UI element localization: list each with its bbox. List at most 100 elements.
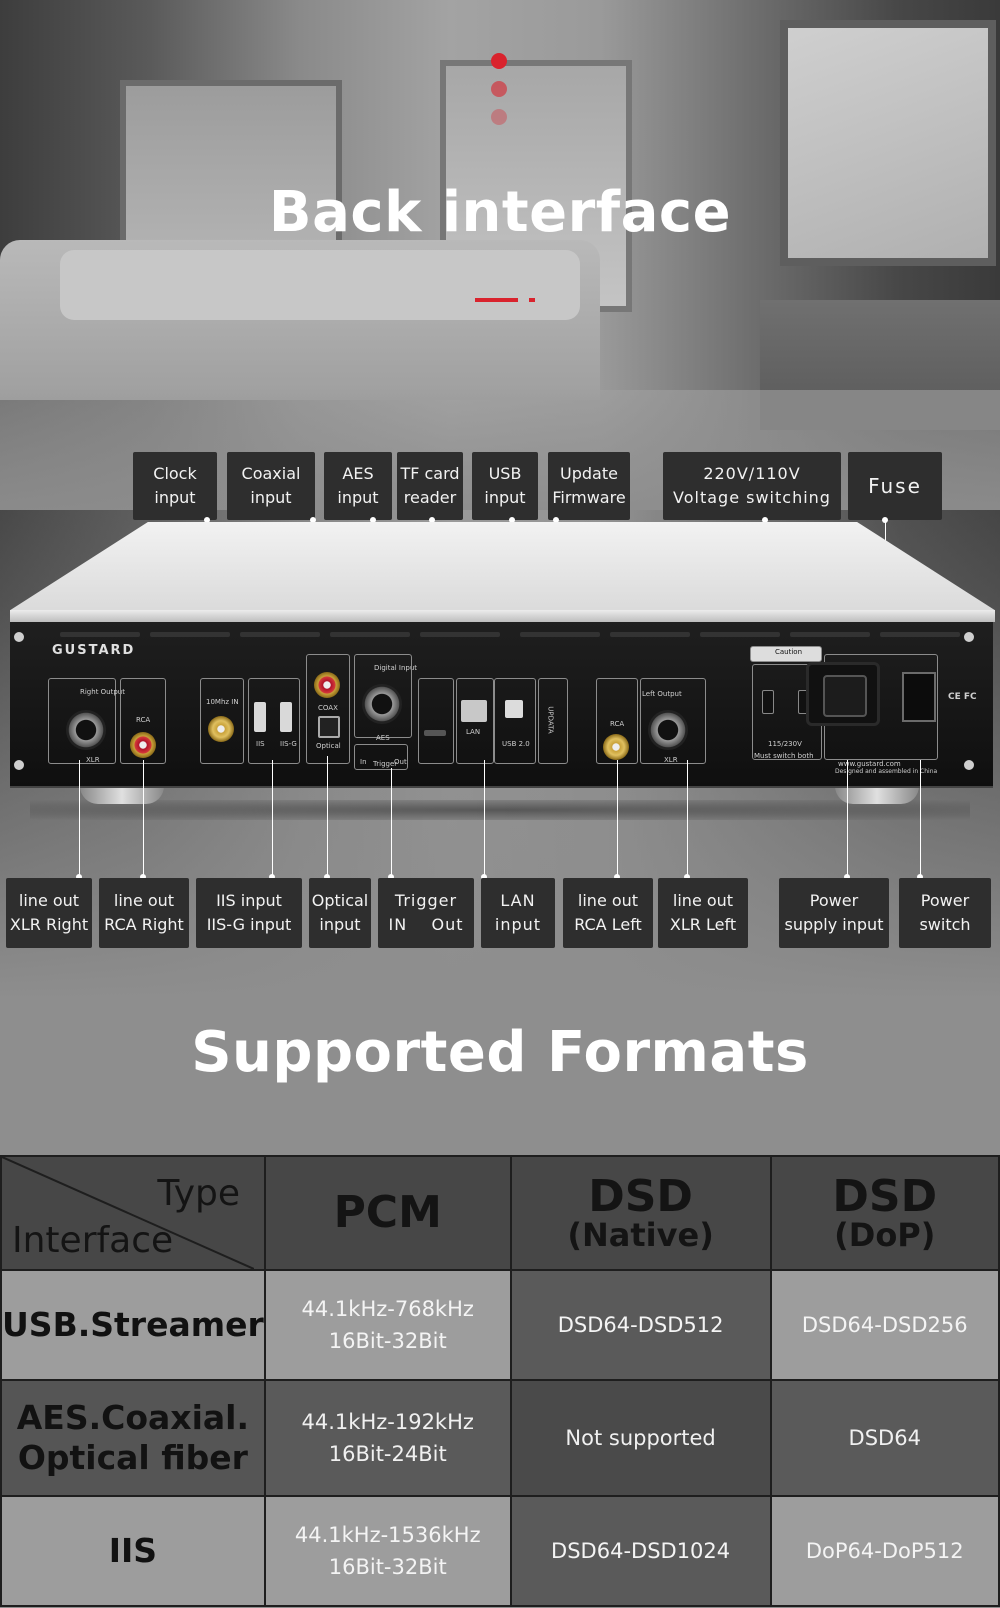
label-clock-input: Clock input xyxy=(133,452,217,520)
aes-panel xyxy=(354,654,412,738)
coax-optical-panel xyxy=(306,654,350,764)
column-header-main: DSD xyxy=(588,1171,693,1222)
xlr-right-connector xyxy=(66,710,106,750)
dot-icon xyxy=(491,81,507,97)
page-title: Back interface xyxy=(268,180,732,245)
power-switch xyxy=(902,672,936,722)
iis-panel xyxy=(248,678,300,764)
digital-input-caption: Digital Input xyxy=(374,664,418,672)
label-fuse: Fuse xyxy=(848,452,942,520)
lan-caption: LAN xyxy=(466,728,481,736)
table-row: AES.Coaxial.Optical fiber 44.1kHz-192kHz… xyxy=(0,1379,1000,1497)
background-sofa-back xyxy=(60,250,580,320)
title-underline xyxy=(475,298,518,302)
formats-table: Type Interface PCM DSD (Native) DSD (DoP… xyxy=(0,1155,1000,1607)
corner-type-label: Type xyxy=(157,1173,240,1214)
cell-dsd-dop: DSD64-DSD256 xyxy=(769,1269,1000,1381)
iis-caption: IIS xyxy=(256,740,265,748)
caution-caption: Caution xyxy=(775,648,803,656)
usb-caption: USB 2.0 xyxy=(502,740,530,748)
corner-interface-label: Interface xyxy=(12,1220,174,1261)
row-interface: USB.Streamer xyxy=(0,1269,266,1381)
cell-dsd-native: DSD64-DSD1024 xyxy=(509,1495,772,1607)
clock-connector xyxy=(208,716,234,742)
lan-panel xyxy=(456,678,494,764)
rca-left-connector xyxy=(603,734,629,760)
website-caption: www.gustard.com xyxy=(838,760,901,768)
column-header-dsd-native: DSD (Native) xyxy=(509,1155,772,1271)
iis-g-port xyxy=(280,702,292,732)
screw-icon xyxy=(964,760,974,770)
column-header-main: DSD xyxy=(832,1171,938,1222)
dot-icon xyxy=(491,109,507,125)
clock-caption: 10Mhz IN xyxy=(206,698,239,706)
left-output-xlr-panel xyxy=(640,678,706,764)
aes-caption: AES xyxy=(376,734,390,742)
label-voltage-switching: 220V/110V Voltage switching xyxy=(663,452,841,520)
screw-icon xyxy=(14,632,24,642)
trigger-caption: Trigger xyxy=(373,760,398,768)
label-line-out-rca-right: line out RCA Right xyxy=(99,878,189,948)
right-output-xlr-panel xyxy=(48,678,116,764)
aes-connector xyxy=(362,684,402,724)
must-switch-caption: Must switch both xyxy=(754,752,814,760)
xlr-caption: XLR xyxy=(86,756,100,764)
usb-port xyxy=(505,700,523,718)
table-corner-cell: Type Interface xyxy=(0,1155,266,1271)
label-power-switch: Power switch xyxy=(899,878,991,948)
iis-port xyxy=(254,702,266,732)
column-header-pcm: PCM xyxy=(263,1155,512,1271)
screw-icon xyxy=(14,760,24,770)
device-shadow xyxy=(30,800,970,820)
cell-dsd-native: Not supported xyxy=(509,1379,772,1497)
label-line-out-rca-left: line out RCA Left xyxy=(563,878,653,948)
device-top-edge xyxy=(10,610,995,622)
title-underline-dot xyxy=(529,298,535,302)
diagonal-divider xyxy=(2,1157,254,1269)
tf-card-panel xyxy=(418,678,454,764)
optical-port xyxy=(318,716,340,738)
cell-dsd-dop: DoP64-DoP512 xyxy=(769,1495,1000,1607)
lan-port xyxy=(461,700,487,722)
label-line-out-xlr-left: line out XLR Left xyxy=(658,878,748,948)
xlr-left-connector xyxy=(648,710,688,750)
trigger-in-caption: In xyxy=(360,758,367,766)
row-interface: IIS xyxy=(0,1495,266,1607)
clock-panel xyxy=(200,678,244,764)
table-header-row: Type Interface PCM DSD (Native) DSD (DoP… xyxy=(0,1155,1000,1271)
iis-g-caption: IIS-G xyxy=(280,740,297,748)
dot-icon xyxy=(491,53,507,69)
device-foot xyxy=(835,786,919,804)
optical-caption: Optical xyxy=(316,742,341,750)
caution-label xyxy=(750,646,822,662)
brand-logo: GUSTARD xyxy=(52,643,136,658)
left-output-caption: Left Output xyxy=(642,690,682,698)
update-panel xyxy=(538,678,568,764)
label-aes-input: AES input xyxy=(324,452,392,520)
trigger-out-caption: Out xyxy=(394,758,407,766)
label-usb-input: USB input xyxy=(472,452,538,520)
cell-dsd-native: DSD64-DSD512 xyxy=(509,1269,772,1381)
voltage-caption: 115/230V xyxy=(768,740,802,748)
column-header-dsd-dop: DSD (DoP) xyxy=(769,1155,1000,1271)
cell-dsd-dop: DSD64 xyxy=(769,1379,1000,1497)
screw-icon xyxy=(964,632,974,642)
device-foot xyxy=(80,786,164,804)
rca-caption: RCA xyxy=(610,720,625,728)
column-header-sub: (DoP) xyxy=(834,1216,936,1254)
trigger-panel xyxy=(354,744,408,770)
certification-marks: CE FC xyxy=(948,692,977,702)
label-coaxial-input: Coaxial input xyxy=(227,452,315,520)
rca-caption: RCA xyxy=(136,716,151,724)
formats-title: Supported Formats xyxy=(191,1020,809,1085)
label-optical-input: Optical input xyxy=(309,878,371,948)
label-lan-input: LAN input xyxy=(481,878,555,948)
column-header-sub: (Native) xyxy=(567,1216,714,1254)
label-line-out-xlr-right: line out XLR Right xyxy=(6,878,92,948)
label-trigger: Trigger IN Out xyxy=(378,878,474,948)
label-tf-card-reader: TF card reader xyxy=(397,452,463,520)
